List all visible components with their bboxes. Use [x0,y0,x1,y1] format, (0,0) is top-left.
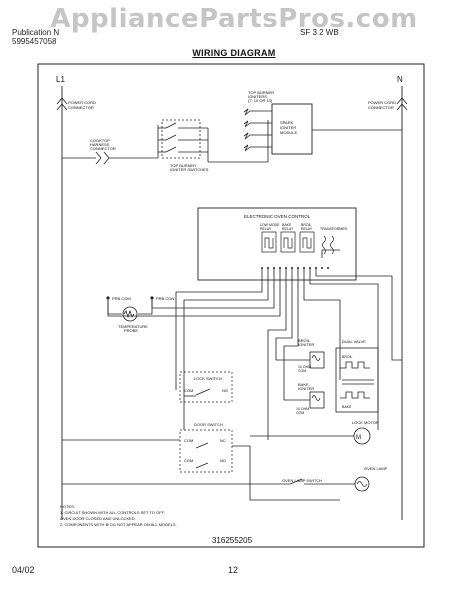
prb-con-label: PRB CON [156,296,174,301]
prb-com-label: PRB COM [112,296,131,301]
door-switch-com-2: COM [184,458,193,463]
dual-valve-broil: BROIL [342,355,353,359]
footer-date: 04/02 [12,565,35,575]
temperature-probe [107,300,153,322]
oven-lamp-switch-label: OVEN LAMP SWITCH [282,478,322,483]
door-switch-label: DOOR SWITCH [194,422,223,427]
electronic-oven-control [197,207,357,281]
top-burner-igniters [243,108,272,152]
power-cord-connector-right [396,97,408,111]
eoc-wiring [107,249,402,440]
dual-valve-bake: BAKE [342,405,352,409]
oven-lamp-label: OVEN LAMP [364,466,388,471]
watermark: AppliancePartsPros.com [50,4,418,34]
lock-motor-symbol: M [356,435,361,441]
door-switch-no: NO [220,458,226,463]
lock-motor-label: LOCK MOTOR [352,420,379,425]
footer-page-number: 12 [228,565,239,575]
publication-number: 5995457058 [12,37,57,46]
spark-module [271,103,313,155]
door-switch-nc: NC [220,438,226,443]
publication-label: Publication N [12,28,60,37]
lock-switch-no: NO [222,388,228,393]
dual-valve [335,347,379,413]
part-number: 316255205 [212,536,253,545]
cooktop-harness-connector [95,151,110,165]
eoc-label: ELECTRONIC OVEN CONTROL [244,214,311,219]
lock-switch-label: LOCK SWITCH [194,376,222,381]
door-switch [179,429,233,473]
door-switch-com-1: COM [184,438,193,443]
lock-switch [179,371,233,403]
top-burner-switches [157,119,269,163]
lock-switch-contact [195,388,211,396]
rail-l1-label: L1 [56,75,65,84]
model-number: SF 3 2 WB [300,28,339,37]
rail-n-label: N [397,75,403,84]
diagram-border [37,63,425,548]
dual-valve-label: DUAL VALVE [342,339,366,344]
eoc-relays [261,231,334,255]
power-cord-connector-left [56,97,68,111]
lock-switch-com: COM [184,388,193,393]
page-title: WIRING DIAGRAM [192,48,276,58]
eoc-terminal-strip [261,267,329,269]
transformer-label: TRANSFORMER [320,227,348,231]
notes-block: NOTES: 1. CIRCUIT SHOWN WITH ALL CONTROL… [60,504,177,527]
